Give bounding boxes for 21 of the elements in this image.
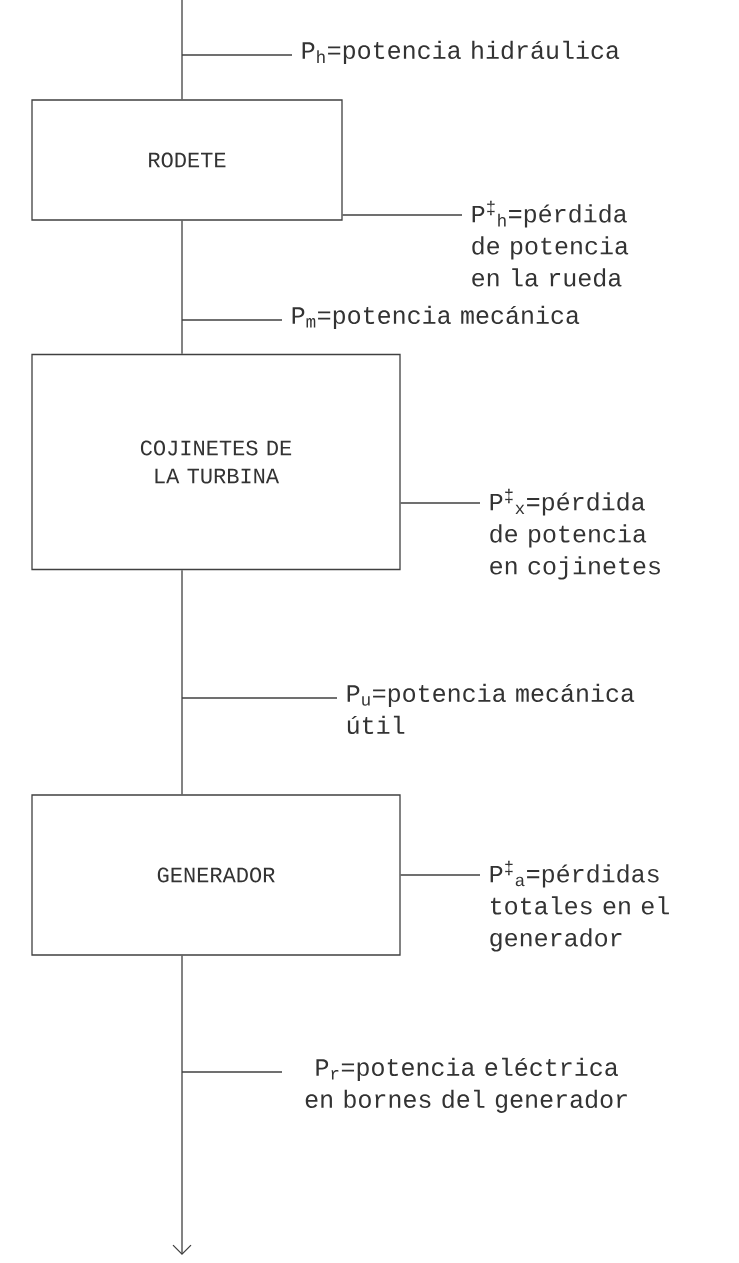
leader-line — [400, 874, 481, 876]
annotation-text: P$_{h}$=potencia hidráulica — [302, 40, 620, 64]
annotation-text: P$^{‡}$$_{x}$=pérdida de potencia en cojinetes — [490, 488, 660, 580]
leader-line — [400, 502, 481, 504]
process-box: COJINETES DE LA TURBINA — [31, 353, 401, 571]
annotation-text: P$_{u}$=potencia mecánica útil — [347, 683, 635, 734]
leader-line — [181, 697, 338, 699]
connector-line — [181, 569, 183, 795]
connector-line — [181, 220, 183, 355]
annotation-text: P$^{‡}$$_{h}$=pérdida de potencia en la rueda — [472, 200, 629, 287]
leader-line — [181, 54, 293, 56]
connector-line — [181, 0, 183, 100]
process-box: GENERADOR — [31, 794, 401, 956]
annotation-text: P$_{m}$=potencia mecánica — [292, 305, 580, 329]
annotation-text: P$^{‡}$$_{a}$=pérdidas totales en el generador — [490, 860, 669, 952]
leader-line — [181, 319, 283, 321]
annotation-text: P$_{r}$=potencia eléctrica en bornes del generador — [305, 1057, 627, 1113]
arrow — [172, 955, 192, 1255]
leader-line — [342, 214, 463, 216]
leader-line — [181, 1071, 283, 1073]
process-box: RODETE — [31, 99, 343, 221]
